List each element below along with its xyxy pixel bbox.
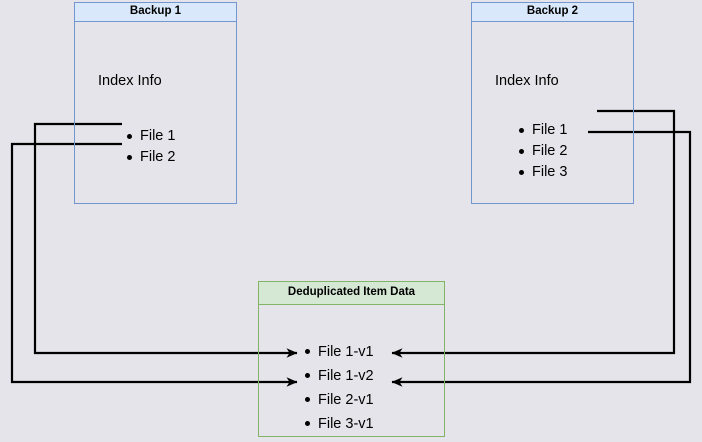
backup-2-file-list: File 1 File 2 File 3 — [517, 120, 567, 183]
dedup-file-2-v1-label: File 2-v1 — [318, 392, 374, 408]
backup-1-file-2-label: File 2 — [140, 149, 176, 165]
backup-1-file-list: File 1 File 2 — [125, 126, 175, 168]
node-backup-1-header: Backup 1 — [74, 2, 237, 22]
node-backup-2-body: Index Info File 1 File 2 File 3 — [471, 22, 634, 204]
node-backup-2[interactable]: Backup 2 Index Info File 1 File 2 File 3 — [471, 2, 634, 204]
list-item: File 1-v2 — [303, 364, 374, 388]
node-backup-1[interactable]: Backup 1 Index Info File 1 File 2 — [74, 2, 237, 204]
list-item: File 1-v1 — [303, 340, 374, 364]
dedup-file-3-v1-label: File 3-v1 — [318, 416, 374, 432]
backup-2-file-2-label: File 2 — [532, 143, 568, 159]
list-item: File 3-v1 — [303, 412, 374, 436]
list-item: File 3 — [517, 162, 567, 183]
node-dedup-body: File 1-v1 File 1-v2 File 2-v1 File 3-v1 — [258, 305, 445, 437]
list-item: File 2-v1 — [303, 388, 374, 412]
node-backup-2-header: Backup 2 — [471, 2, 634, 22]
dedup-file-1-v2-label: File 1-v2 — [318, 368, 374, 384]
backup-2-file-3-label: File 3 — [532, 164, 568, 180]
node-backup-1-body: Index Info File 1 File 2 — [74, 22, 237, 204]
backup-2-file-1-label: File 1 — [532, 122, 568, 138]
node-dedup-header: Deduplicated Item Data — [258, 281, 445, 305]
node-dedup-title: Deduplicated Item Data — [287, 286, 416, 299]
node-deduplicated-item-data[interactable]: Deduplicated Item Data File 1-v1 File 1-… — [258, 281, 445, 437]
node-backup-1-title: Backup 1 — [129, 5, 182, 18]
dedup-file-1-v1-label: File 1-v1 — [318, 344, 374, 360]
list-item: File 1 — [517, 120, 567, 141]
backup-1-index-info-label: Index Info — [98, 73, 162, 89]
list-item: File 1 — [125, 126, 175, 147]
backup-2-index-info-label: Index Info — [495, 73, 559, 89]
backup-1-file-1-label: File 1 — [140, 128, 176, 144]
list-item: File 2 — [125, 147, 175, 168]
list-item: File 2 — [517, 141, 567, 162]
dedup-file-list: File 1-v1 File 1-v2 File 2-v1 File 3-v1 — [303, 340, 374, 436]
node-backup-2-title: Backup 2 — [526, 5, 579, 18]
